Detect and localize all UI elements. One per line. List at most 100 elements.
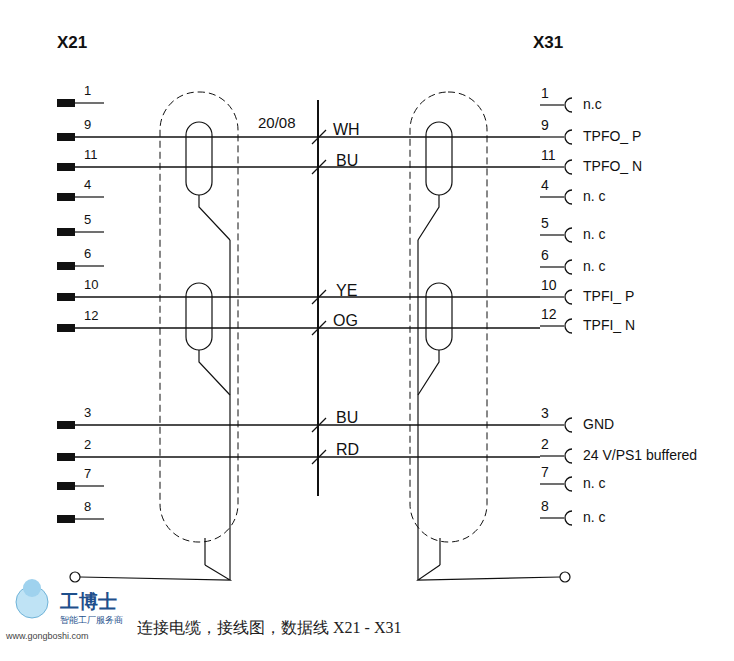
socket-symbol: [565, 449, 572, 463]
wire-color: BU: [336, 409, 358, 427]
socket-symbol: [565, 160, 572, 174]
shield-drain: [204, 538, 205, 565]
socket-symbol: [565, 98, 572, 112]
wire-color: YE: [336, 282, 357, 300]
pin-stub: [540, 296, 564, 297]
cable-shield: [160, 92, 238, 542]
ground-wire: [80, 565, 230, 580]
wire-color: WH: [333, 121, 360, 139]
signal-name: TPFO_ P: [583, 129, 641, 144]
pin-terminal: [57, 421, 75, 429]
pin-stub: [540, 266, 564, 267]
socket-symbol: [565, 190, 572, 204]
pin-number: 3: [84, 406, 91, 420]
socket-symbol: [565, 511, 572, 525]
pin-stub: [540, 424, 564, 425]
socket-symbol: [565, 130, 572, 144]
pin-terminal: [57, 482, 75, 490]
pair-shield: [186, 283, 212, 350]
pin-stub: [75, 102, 104, 103]
signal-name: n. c: [583, 476, 606, 491]
ground-terminal: [560, 572, 570, 582]
pin-terminal: [57, 324, 75, 332]
pin-number: 7: [84, 467, 91, 481]
pin-stub: [540, 517, 564, 518]
connector-name: X21: [57, 34, 87, 53]
connector-name: X31: [533, 34, 563, 53]
pin-stub: [75, 231, 104, 232]
signal-name: n. c: [583, 227, 606, 242]
shield-drain: [439, 538, 440, 565]
pin-terminal: [57, 193, 75, 201]
pin-terminal: [57, 453, 75, 461]
wire: [75, 136, 540, 137]
wire: [75, 166, 540, 167]
cable-spec: 20/08: [258, 115, 296, 132]
pin-stub: [75, 196, 104, 197]
socket-symbol: [565, 477, 572, 491]
drain-wire: [418, 195, 439, 240]
watermark-logo: [23, 579, 41, 597]
pin-number: 5: [541, 216, 549, 231]
cable-shield: [410, 92, 487, 542]
pair-shield: [426, 122, 452, 195]
signal-name: GND: [583, 417, 614, 432]
signal-name: n. c: [583, 510, 606, 525]
ground-terminal: [70, 572, 80, 582]
pin-number: 5: [84, 213, 91, 227]
pin-number: 1: [541, 86, 549, 101]
pin-number: 10: [84, 278, 98, 292]
pin-stub: [75, 265, 104, 266]
pin-stub: [540, 483, 564, 484]
pin-stub: [540, 234, 564, 235]
wire-color: RD: [336, 441, 359, 459]
pin-stub: [75, 518, 104, 519]
wire-color: OG: [333, 312, 358, 330]
pin-number: 9: [541, 118, 549, 133]
signal-name: n. c: [583, 189, 606, 204]
pin-number: 8: [84, 500, 91, 514]
drain-wire: [229, 240, 230, 580]
pin-stub: [75, 485, 104, 486]
drain-wire: [418, 350, 439, 395]
drain-wire: [199, 350, 230, 395]
pin-number: 9: [84, 118, 91, 132]
pin-number: 3: [541, 406, 549, 421]
drain-wire: [199, 195, 230, 240]
pin-number: 8: [541, 499, 549, 514]
pin-number: 7: [541, 465, 549, 480]
pin-terminal: [57, 99, 75, 107]
pin-terminal: [57, 133, 75, 141]
watermark: 智能工厂服务商: [60, 616, 123, 626]
pin-number: 2: [84, 438, 91, 452]
pin-stub: [540, 104, 564, 105]
watermark: www.gongboshi.com: [6, 632, 89, 642]
pin-number: 4: [541, 178, 549, 193]
pin-stub: [540, 136, 564, 137]
pin-number: 12: [84, 309, 98, 323]
pin-stub: [540, 325, 564, 326]
socket-symbol: [565, 319, 572, 333]
socket-symbol: [565, 260, 572, 274]
signal-name: n.c: [583, 97, 602, 112]
pin-number: 11: [541, 148, 556, 163]
pin-number: 6: [84, 247, 91, 261]
signal-name: 24 V/PS1 buffered: [583, 448, 697, 463]
wire-color: BU: [336, 152, 358, 170]
cable-line: [317, 100, 319, 496]
socket-symbol: [565, 418, 572, 432]
pin-number: 6: [541, 248, 549, 263]
signal-name: TPFI_ N: [583, 318, 635, 333]
wire: [75, 424, 540, 425]
watermark: 工博士: [60, 592, 117, 613]
signal-name: n. c: [583, 259, 606, 274]
wire: [75, 456, 540, 457]
pin-stub: [540, 196, 564, 197]
pin-number: 12: [541, 307, 557, 322]
drain-wire: [417, 240, 418, 580]
wire: [75, 296, 540, 297]
signal-name: TPFO_ N: [583, 159, 642, 174]
pin-terminal: [57, 293, 75, 301]
pin-number: 11: [84, 148, 98, 162]
